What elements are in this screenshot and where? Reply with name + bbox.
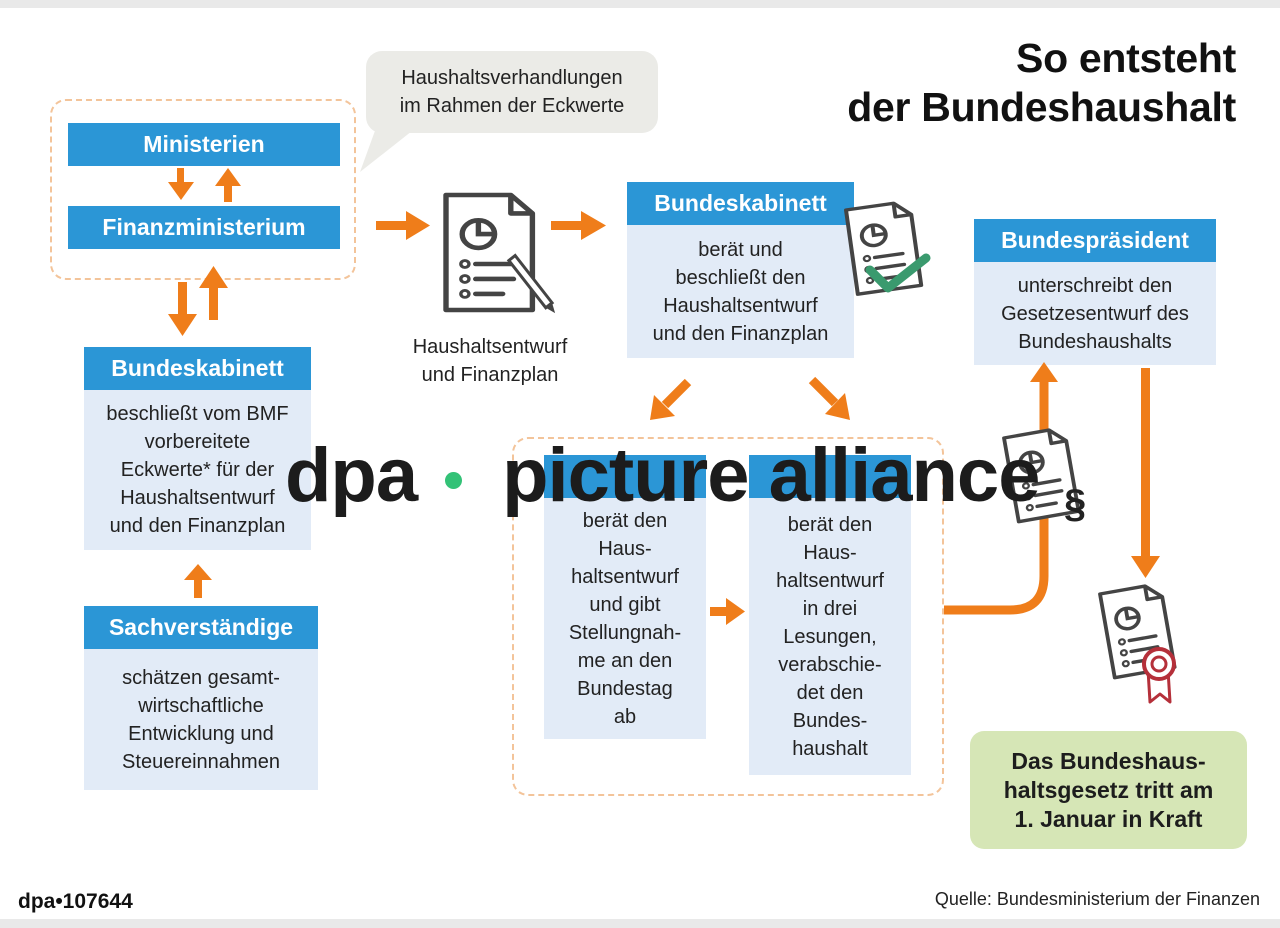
haushaltsentwurf-caption: Haushaltsentwurf und Finanzplan [412, 336, 568, 386]
arrow-to-praesident-head [1030, 362, 1058, 382]
watermark-dpa: dpa [285, 432, 418, 518]
finanzministerium-box: Finanzministerium [68, 206, 340, 249]
kabinett-center-text: berät und beschließt den Haushaltsentwur… [627, 225, 854, 358]
document-pencil-icon [446, 195, 532, 310]
ministerien-box: Ministerien [68, 123, 340, 166]
sachverstaendige-header: Sachverständige [84, 606, 318, 649]
kabinett-left-header: Bundeskabinett [84, 347, 311, 390]
praesident-text: unterschreibt den Gesetzesentwurf des Bu… [974, 262, 1216, 365]
title-line-2: der Bundeshaushalt [847, 84, 1236, 130]
sachverstaendige-text: schätzen gesamt- wirtschaftliche Entwick… [84, 649, 318, 790]
top-border [0, 0, 1280, 8]
arrow-to-bundestag [808, 376, 850, 420]
kabinett-center-header: Bundeskabinett [627, 182, 854, 225]
watermark-dot [445, 471, 463, 489]
arrow-to-praesident [944, 378, 1049, 615]
bundesrat-header [544, 455, 706, 498]
arrow-to-gesetz [1131, 368, 1160, 578]
praesident-header: Bundespräsident [974, 219, 1216, 262]
infographic-title: So entsteht der Bundeshaushalt [847, 34, 1236, 132]
picture-alliance-watermark: dpa picture alliance [285, 420, 1040, 530]
arrow-up-to-ministerien [215, 168, 241, 202]
pencil-icon [506, 253, 556, 314]
arrow-down-to-finanzministerium [168, 168, 194, 200]
seal-icon [1142, 647, 1176, 704]
ministries-group-frame [50, 99, 356, 280]
parliament-group-frame [512, 437, 944, 796]
source-line: Quelle: Bundesministerium der Finanzen [934, 889, 1260, 909]
arrow-down-to-kabinett-left [168, 282, 197, 336]
arrow-to-bundesrat [650, 378, 692, 420]
negotiation-speech-bubble: Haushaltsverhandlungen im Rahmen der Eck… [366, 51, 658, 133]
check-mark-icon [865, 253, 931, 293]
arrow-to-haushaltsentwurf [376, 211, 430, 240]
arrow-up-to-finanzministerium [199, 266, 228, 320]
watermark-picture-alliance: picture alliance [502, 432, 1040, 518]
arrow-up-from-sachverstaendige [184, 564, 212, 598]
arrow-to-kabinett-center [551, 211, 606, 240]
title-line-1: So entsteht [1016, 35, 1236, 81]
paragraph-symbol: § [1064, 482, 1086, 526]
kabinett-left-text: beschließt vom BMF vorbereitete Eckwerte… [84, 390, 311, 550]
inkrafttreten-box: Das Bundeshaus- haltsgesetz tritt am 1. … [970, 731, 1247, 849]
bundesrat-text: berät den Haus- haltsentwurf und gibt St… [544, 498, 706, 739]
arrow-bundesrat-to-bundestag [710, 598, 745, 625]
speech-bubble-tail [360, 128, 412, 172]
bottom-border [0, 919, 1280, 928]
bundestag-header [749, 455, 911, 498]
dpa-credit: dpa•107644 [18, 890, 133, 913]
bundestag-text: berät den Haus- haltsentwurf in drei Les… [749, 498, 911, 775]
